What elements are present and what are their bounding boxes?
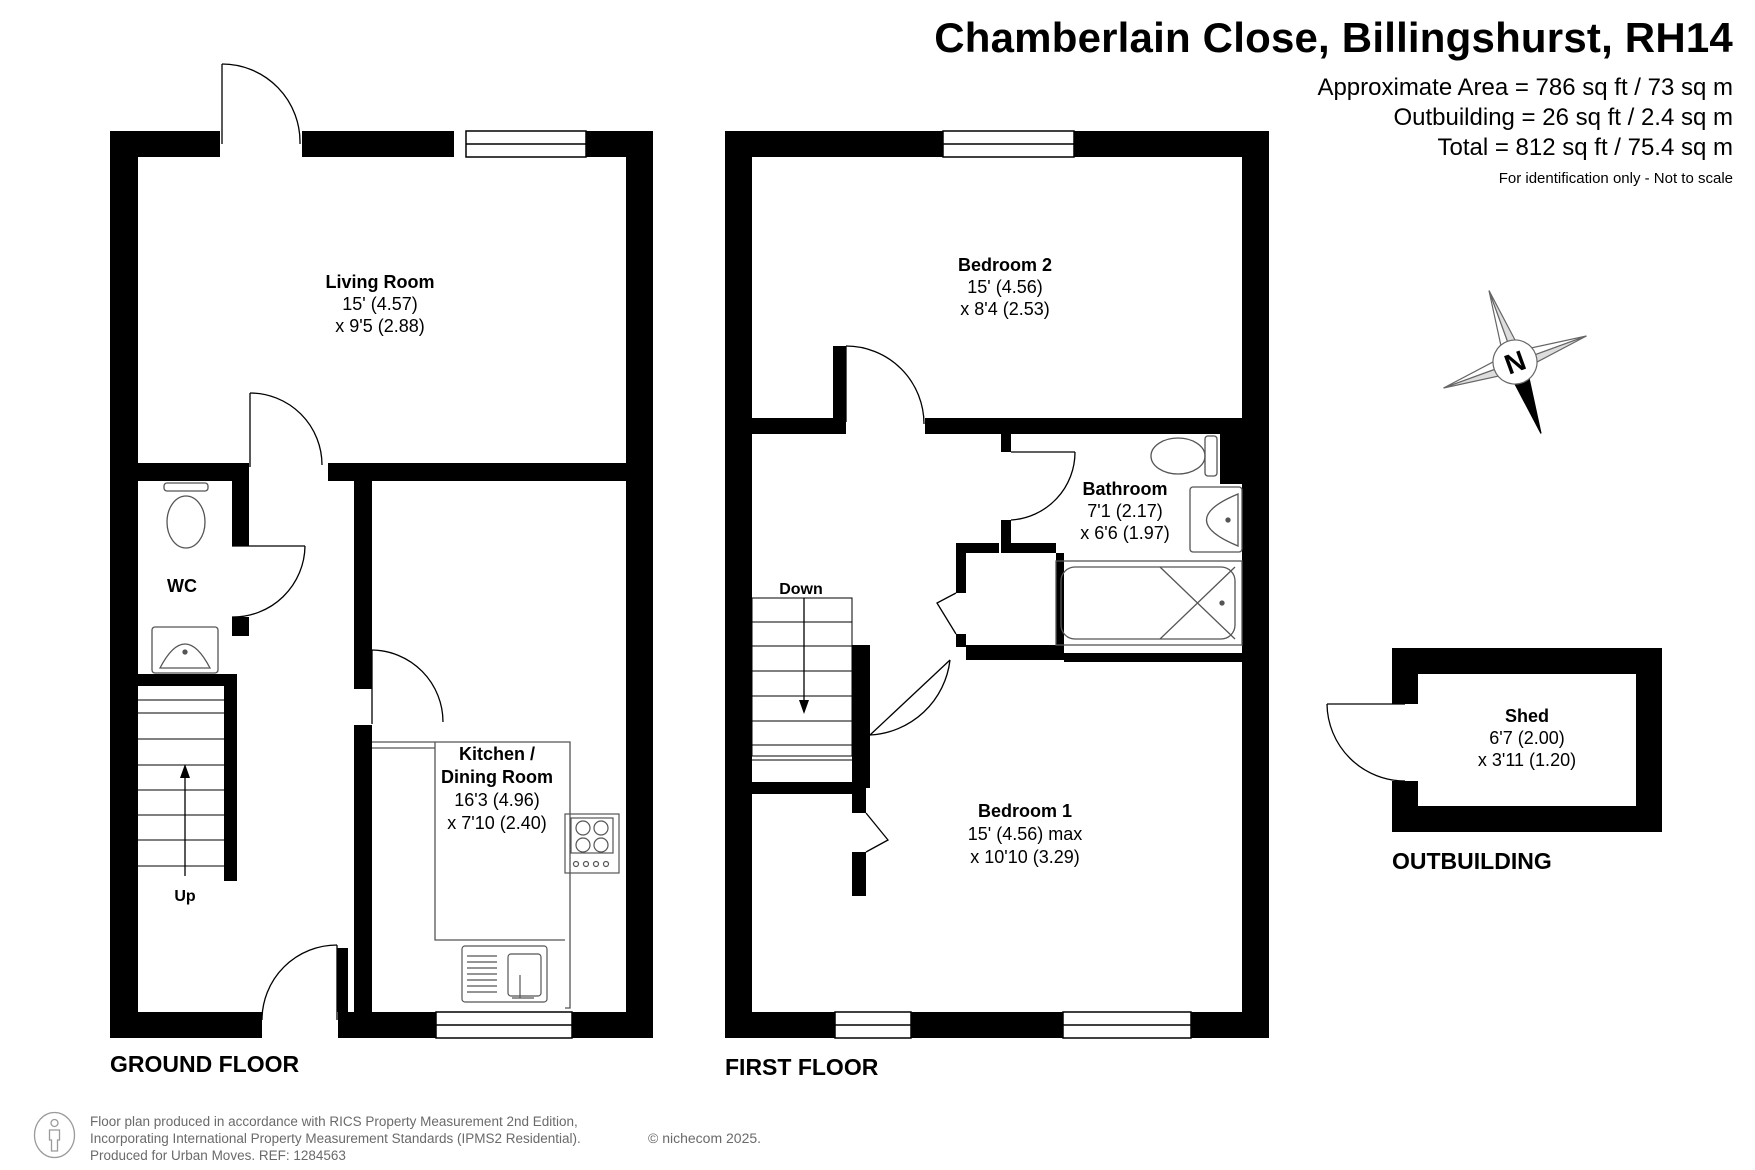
first-floor-plan: Bedroom 2 15' (4.56) x 8'4 (2.53) Bathro… (725, 130, 1269, 1080)
first-floor-labels: Bedroom 2 15' (4.56) x 8'4 (2.53) Bathro… (779, 255, 1170, 867)
ground-floor-labels: Living Room 15' (4.57) x 9'5 (2.88) WC K… (167, 272, 553, 905)
bathroom-name: Bathroom (1083, 479, 1168, 499)
ground-floor-doors (221, 63, 444, 1021)
total-area: Total = 812 sq ft / 75.4 sq m (1437, 134, 1734, 161)
bedroom1-dim2: x 10'10 (3.29) (970, 847, 1080, 867)
scale-disclaimer: For identification only - Not to scale (1498, 170, 1733, 187)
kitchen-name1: Kitchen / (459, 744, 535, 764)
kitchen-name2: Dining Room (441, 767, 553, 787)
footer-line-2: Incorporating International Property Mea… (90, 1131, 581, 1146)
bedroom1-name: Bedroom 1 (978, 801, 1072, 821)
ground-floor-windows (435, 130, 587, 1039)
kitchen-dim1: 16'3 (4.96) (454, 790, 540, 810)
stairs-down (751, 597, 853, 761)
wc-name: WC (167, 576, 197, 596)
stairs-up-arrow-icon (180, 764, 190, 778)
first-floor-title: FIRST FLOOR (725, 1054, 879, 1080)
shed-name: Shed (1505, 706, 1549, 726)
shed-walls (1392, 648, 1662, 832)
stairs-up (138, 699, 224, 876)
outbuilding-title: OUTBUILDING (1392, 848, 1552, 874)
approximate-area: Approximate Area = 786 sq ft / 73 sq m (1317, 74, 1733, 101)
shed-labels: Shed 6'7 (2.00) x 3'11 (1.20) (1478, 706, 1576, 770)
copyright-text: © nichecom 2025. (648, 1130, 762, 1146)
footer-line-1: Floor plan produced in accordance with R… (90, 1114, 578, 1129)
outbuilding-area: Outbuilding = 26 sq ft / 2.4 sq m (1393, 104, 1733, 131)
rics-person-icon (33, 1111, 76, 1159)
hob-icon (564, 813, 620, 874)
living-room-dim2: x 9'5 (2.88) (335, 316, 424, 336)
bathroom-dim1: 7'1 (2.17) (1087, 501, 1162, 521)
property-address-title: Chamberlain Close, Billingshurst, RH14 (934, 14, 1733, 61)
bedroom2-dim2: x 8'4 (2.53) (960, 299, 1049, 319)
footer-line-3: Produced for Urban Moves. REF: 1284563 (90, 1148, 346, 1163)
bathroom-basin-icon (1189, 486, 1243, 553)
bedroom1-dim1: 15' (4.56) max (968, 824, 1083, 844)
stairs-down-label: Down (779, 581, 823, 598)
bath-tub-icon (1055, 560, 1243, 646)
ground-floor-plan: Living Room 15' (4.57) x 9'5 (2.88) WC K… (110, 63, 653, 1077)
ground-floor-title: GROUND FLOOR (110, 1051, 299, 1077)
first-floor-windows (834, 130, 1192, 1039)
stairs-up-label: Up (174, 888, 196, 905)
stairs-down-arrow-icon (799, 700, 809, 714)
ground-floor-walls (110, 131, 653, 1038)
wc-toilet-icon (163, 482, 209, 549)
living-room-dim1: 15' (4.57) (342, 294, 417, 314)
first-floor-doors (845, 345, 1076, 853)
wc-basin-icon (151, 626, 219, 674)
bedroom2-dim1: 15' (4.56) (967, 277, 1042, 297)
living-room-name: Living Room (326, 272, 435, 292)
kitchen-sink-icon (461, 945, 548, 1003)
bedroom2-name: Bedroom 2 (958, 255, 1052, 275)
footer-notes: Floor plan produced in accordance with R… (90, 1113, 581, 1164)
kitchen-counters (372, 741, 571, 1009)
kitchen-dim2: x 7'10 (2.40) (447, 813, 547, 833)
bathroom-toilet-icon (1150, 435, 1218, 477)
shed-dim2: x 3'11 (1.20) (1478, 750, 1576, 770)
shed-dim1: 6'7 (2.00) (1489, 728, 1564, 748)
shed-door (1326, 703, 1406, 782)
first-floor-walls (725, 131, 1269, 1038)
outbuilding-plan: Shed 6'7 (2.00) x 3'11 (1.20) OUTBUILDIN… (1326, 648, 1662, 874)
bathroom-dim2: x 6'6 (1.97) (1080, 523, 1169, 543)
compass-rose-icon (1443, 290, 1587, 434)
